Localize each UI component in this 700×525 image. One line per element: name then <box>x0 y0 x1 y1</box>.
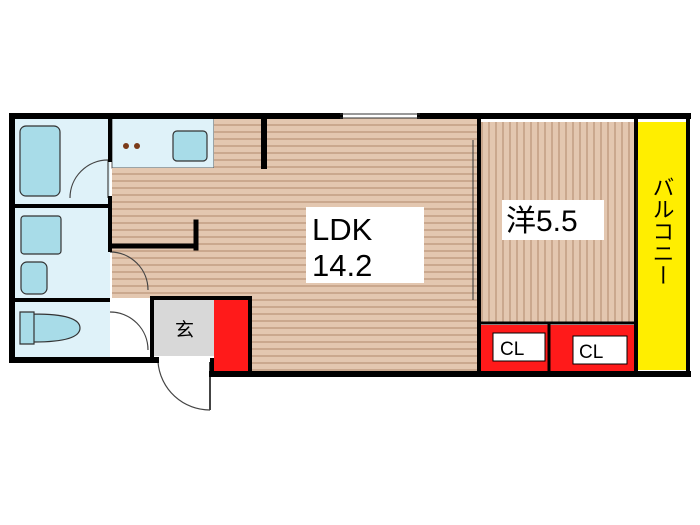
western-label-box <box>502 200 604 240</box>
entrance-floor <box>152 300 214 356</box>
ldk-label-box <box>306 207 424 283</box>
walls <box>9 113 691 377</box>
balcony-label: バルコニー <box>650 176 675 286</box>
closet-right-label: CL <box>579 342 603 363</box>
ldk-size-label: 14.2 <box>312 248 372 283</box>
closet-left-label-box <box>492 332 546 362</box>
bath-door-swing <box>69 159 109 199</box>
washroom-door-swing <box>109 251 149 291</box>
ldk-floor-upper <box>112 168 192 238</box>
kitchen-sink-icon <box>172 130 208 162</box>
entrance-label: 玄 <box>175 319 194 341</box>
toilet-door-swing <box>109 311 149 351</box>
stove-burner-icon <box>123 143 129 149</box>
windows <box>340 113 638 300</box>
bathtub-icon <box>19 125 61 197</box>
ldk-name-label: LDK <box>312 212 373 247</box>
ldk-floor <box>112 118 477 372</box>
wash-basin-icon <box>20 215 62 255</box>
toilet-icon <box>19 311 81 345</box>
entrance-storage <box>214 300 248 372</box>
entrance-door-swing <box>157 361 211 411</box>
closet-right-label-box <box>572 335 628 365</box>
closet-left-label: CL <box>500 339 524 360</box>
washing-machine-icon <box>20 261 48 295</box>
stove-burner-icon <box>134 143 140 149</box>
balcony <box>638 122 686 370</box>
western-room-label: 洋5.5 <box>506 205 578 238</box>
